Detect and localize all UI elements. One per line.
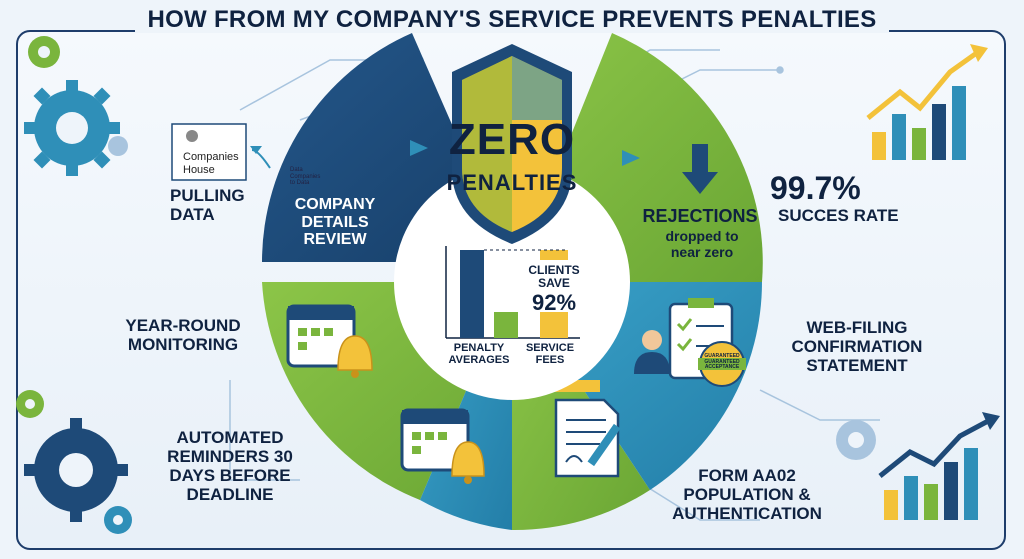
label-line: STATEMENT <box>806 356 908 376</box>
badge-line: GUARANTEED <box>704 358 740 365</box>
step-form-aa02: FORM AA02 POPULATION & AUTHENTICATION <box>662 466 832 523</box>
badge-text: GUARANTEED GUARANTEED ACCEPTANCE <box>698 353 746 371</box>
bar-service-fees <box>540 312 568 338</box>
bar-top-band <box>540 250 568 260</box>
person-icon <box>634 330 670 374</box>
center-circle <box>394 164 630 400</box>
companies-house-text: Companies House <box>183 151 239 176</box>
clients-save-value: 92% <box>531 290 577 315</box>
label-line: FEES <box>535 354 565 367</box>
clients-save-label: CLIENTS SAVE <box>524 263 584 291</box>
document-pen-icon <box>554 398 621 478</box>
label-line: DETAILS <box>301 213 369 231</box>
label-line: PULLING <box>170 186 245 205</box>
rejections-detail: dropped to near zero <box>642 228 762 260</box>
arrow-tag-line: Companies <box>290 173 321 180</box>
bar-green <box>494 312 518 338</box>
arrow-icon <box>251 149 271 169</box>
flow-arrow-icon <box>410 140 640 166</box>
gear-icon <box>16 390 132 534</box>
growth-chart-icon <box>878 412 1000 520</box>
label-line: YEAR-ROUND <box>125 316 241 335</box>
label-line: SAVE <box>538 276 570 291</box>
label-line: FORM AA02 <box>698 466 796 485</box>
step-web-filing: WEB-FILING CONFIRMATION STATEMENT <box>772 318 942 375</box>
label-line: AVERAGES <box>448 354 510 367</box>
step-reminders: AUTOMATED REMINDERS 30 DAYS BEFORE DEADL… <box>150 428 310 504</box>
arrow-head-icon <box>250 146 262 154</box>
headline-zero: ZERO <box>448 115 576 164</box>
label-line: PENALTY <box>453 342 505 354</box>
badge-line: GUARANTEED <box>704 353 740 359</box>
growth-chart-icon <box>866 44 988 160</box>
page-title: HOW FROM MY COMPANY'S SERVICE PREVENTS P… <box>0 6 1024 34</box>
label-line: SERVICE <box>525 342 575 354</box>
step-pulling-data: PULLING DATA <box>170 186 245 224</box>
calendar-bell-icon <box>286 304 373 378</box>
label-line: CONFIRMATION <box>791 337 923 357</box>
arrow-tag-line: Data <box>290 167 303 173</box>
down-arrow-icon <box>682 144 718 194</box>
gear-icon <box>24 36 128 176</box>
label-line: MONITORING <box>127 335 239 355</box>
label-line: COMPANY <box>294 196 376 213</box>
label-line: AUTOMATED <box>176 428 284 447</box>
bar-penalty-averages <box>460 250 484 338</box>
label-line: DAYS BEFORE <box>169 466 291 486</box>
label-line: WEB-FILING <box>806 318 908 337</box>
penalty-averages-label: PENALTY AVERAGES <box>444 342 514 366</box>
rejections-heading: REJECTIONS <box>642 206 758 226</box>
guaranteed-badge <box>698 341 746 387</box>
arrow-tag: Data Companies to Data <box>290 167 320 187</box>
label-line: REMINDERS 30 <box>167 447 293 467</box>
logo-line: Companies <box>183 151 239 163</box>
calendar-bell-icon <box>400 408 485 484</box>
detail-line: dropped to <box>665 228 739 244</box>
shield-icon <box>452 44 572 244</box>
gear-icon <box>836 420 876 460</box>
success-rate-value: 99.7% <box>770 170 861 206</box>
label-line: AUTHENTICATION <box>672 504 822 524</box>
step-company-details: COMPANY DETAILS REVIEW <box>270 196 400 249</box>
arrow-tag-line: to Data <box>290 180 310 187</box>
logo-line: House <box>183 163 215 176</box>
label-line: DEADLINE <box>186 485 274 505</box>
service-fees-label: SERVICE FEES <box>520 342 580 366</box>
label-line: CLIENTS <box>528 263 580 277</box>
savings-mini-chart <box>445 246 580 339</box>
label-line: POPULATION & <box>683 485 811 505</box>
label-line: REVIEW <box>303 231 367 249</box>
label-line: DATA <box>170 205 215 225</box>
headline-penalties: PENALTIES <box>446 170 578 195</box>
companies-house-logo <box>171 123 247 181</box>
success-rate-label: SUCCES RATE <box>778 206 899 225</box>
badge-line: ACCEPTANCE <box>704 364 740 370</box>
step-year-round: YEAR-ROUND MONITORING <box>108 316 258 354</box>
detail-line: near zero <box>670 244 734 261</box>
